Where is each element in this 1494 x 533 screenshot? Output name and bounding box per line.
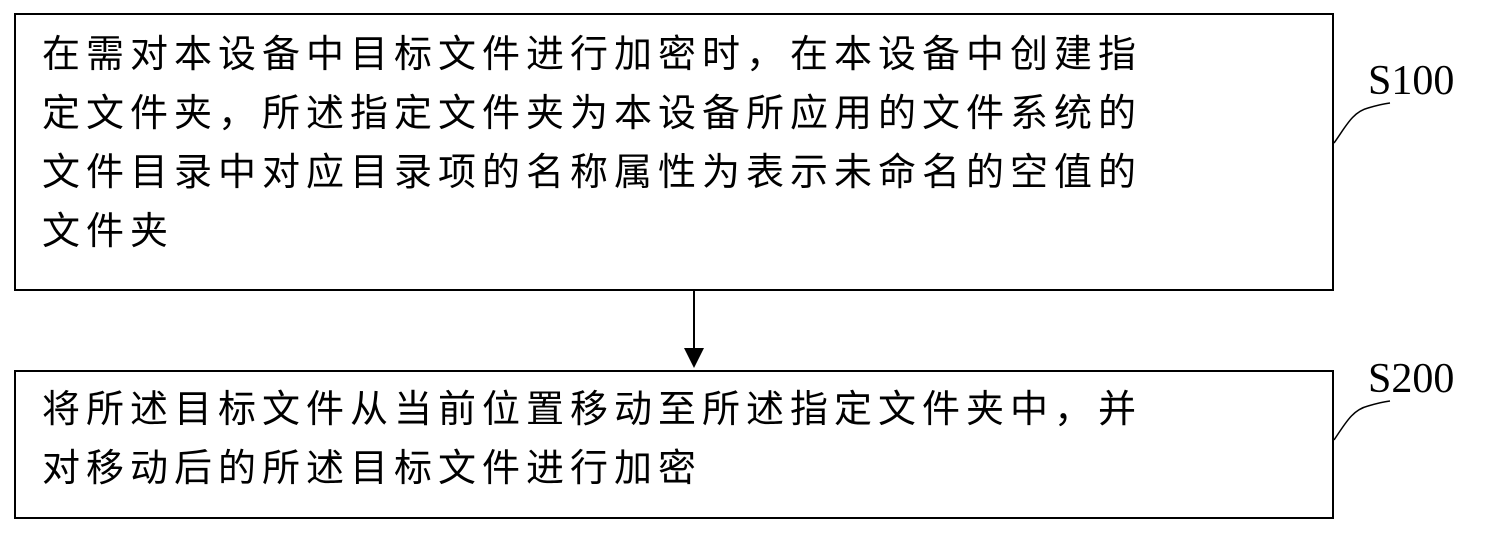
- leader-line-s200: [1333, 400, 1391, 441]
- step-label-s200: S200: [1368, 356, 1455, 402]
- flow-arrow-head: [684, 348, 704, 368]
- step-label-s100: S100: [1368, 58, 1455, 104]
- step-box-s100: 在需对本设备中目标文件进行加密时，在本设备中创建指 定文件夹，所述指定文件夹为本…: [14, 13, 1334, 291]
- step-text-s200: 将所述目标文件从当前位置移动至所述指定文件夹中，并 对移动后的所述目标文件进行加…: [42, 387, 1143, 490]
- leader-line-s100: [1333, 102, 1391, 144]
- step-box-s200: 将所述目标文件从当前位置移动至所述指定文件夹中，并 对移动后的所述目标文件进行加…: [14, 370, 1334, 519]
- step-text-s100: 在需对本设备中目标文件进行加密时，在本设备中创建指 定文件夹，所述指定文件夹为本…: [42, 32, 1143, 253]
